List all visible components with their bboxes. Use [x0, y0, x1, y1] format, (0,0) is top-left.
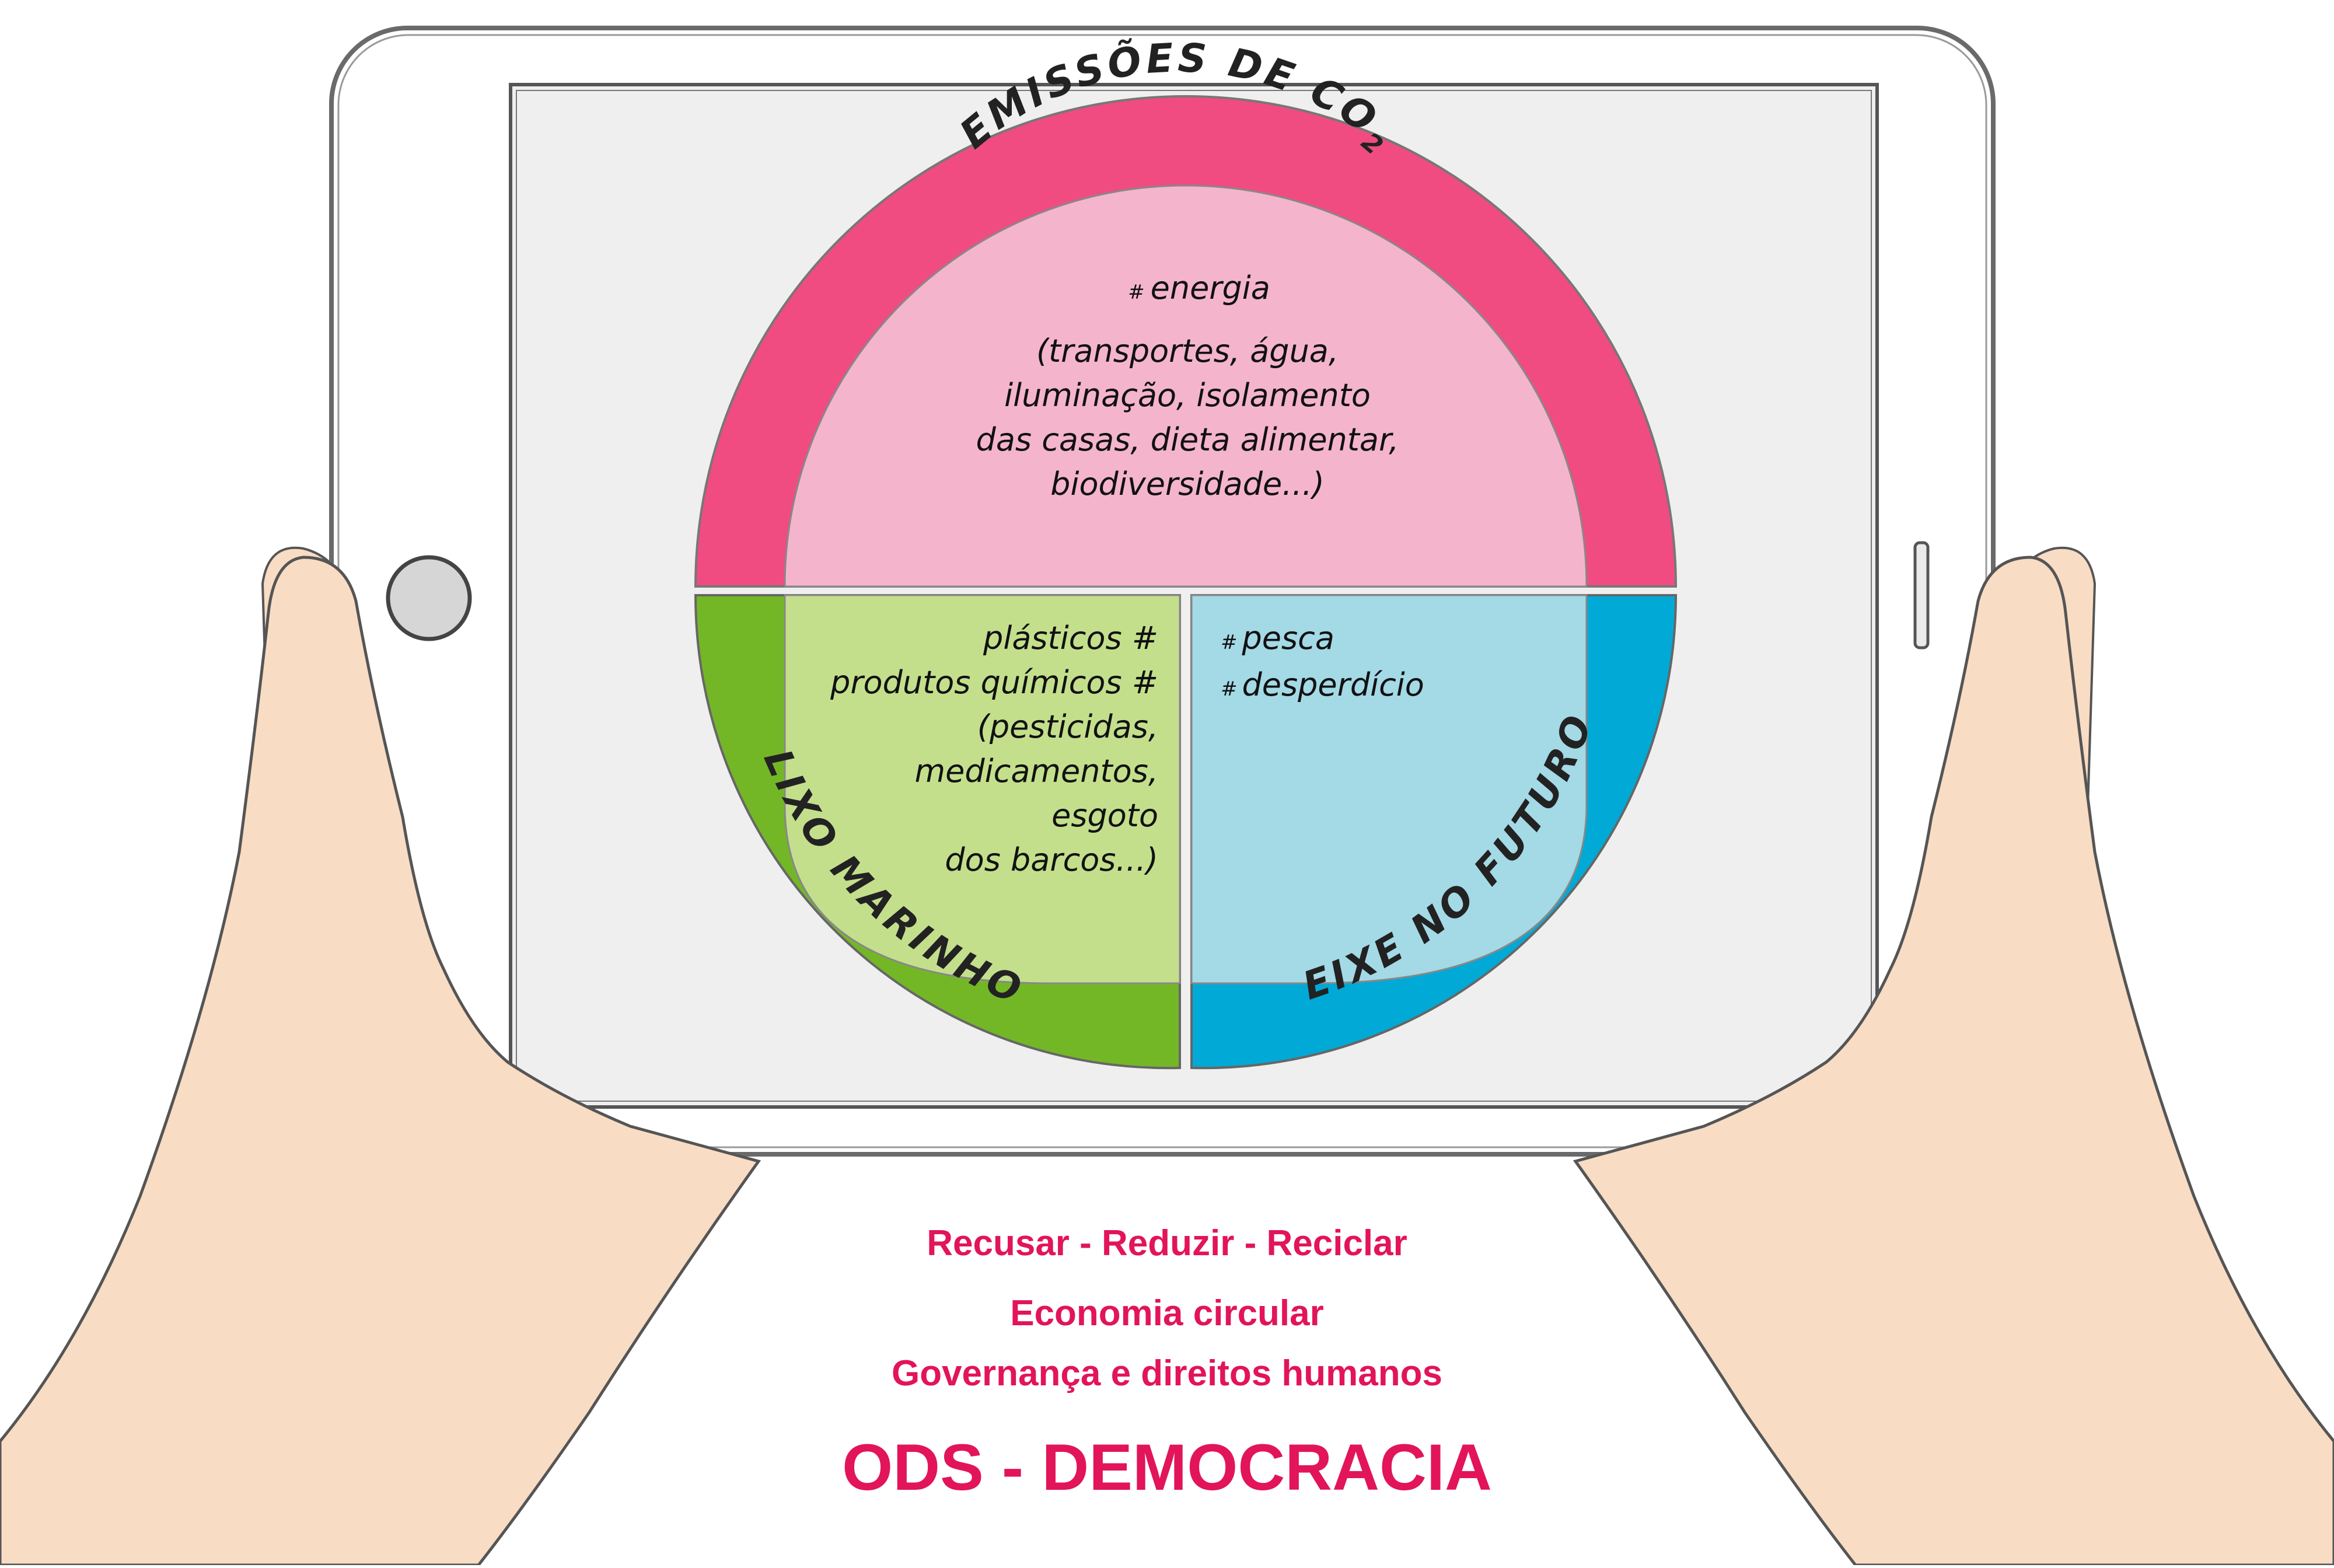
future-fish-inner [1190, 594, 1588, 984]
left-hand [0, 556, 761, 1567]
future-fish-section [1190, 594, 1678, 1070]
waste-hashtag: #desperdício [1221, 666, 1424, 703]
fishing-hashtag: #pesca [1221, 620, 1334, 656]
co2-line-1: (transportes, água, [1036, 333, 1339, 369]
pesticides-line: (pesticidas, [977, 708, 1158, 745]
marine-litter-content: plásticos # produtos químicos # (pestici… [830, 620, 1158, 878]
marine-litter-section [694, 594, 1181, 1070]
co2-inner [784, 184, 1588, 588]
boats-line: dos barcos...) [945, 841, 1158, 878]
sewage-line: esgoto [1051, 797, 1158, 834]
co2-section [694, 95, 1678, 588]
headline: ODS - DEMOCRACIA [842, 1431, 1492, 1504]
caption-line-3: Governança e direitos humanos [891, 1353, 1443, 1394]
future-fish-content: #pesca #desperdício [1221, 620, 1424, 703]
chemicals-line: produtos químicos # [830, 664, 1158, 701]
plastics-line: plásticos # [983, 620, 1158, 656]
co2-line-4: biodiversidade...) [1050, 466, 1325, 502]
co2-content: #energia (transportes, água, iluminação,… [976, 270, 1399, 502]
energy-hashtag: #energia [1128, 270, 1270, 306]
co2-line-3: das casas, dieta alimentar, [976, 421, 1399, 458]
right-hand-shape [1573, 556, 2334, 1567]
right-hand [1573, 556, 2334, 1567]
home-button[interactable] [386, 555, 472, 641]
left-hand-shape [0, 556, 761, 1567]
marine-litter-inner [784, 594, 1181, 984]
side-button[interactable] [1913, 541, 1930, 649]
caption-line-1: Recusar - Reduzir - Reciclar [927, 1223, 1407, 1263]
co2-line-2: iluminação, isolamento [1004, 377, 1371, 414]
caption-line-2: Economia circular [1010, 1293, 1324, 1333]
medicines-line: medicamentos, [915, 753, 1158, 790]
